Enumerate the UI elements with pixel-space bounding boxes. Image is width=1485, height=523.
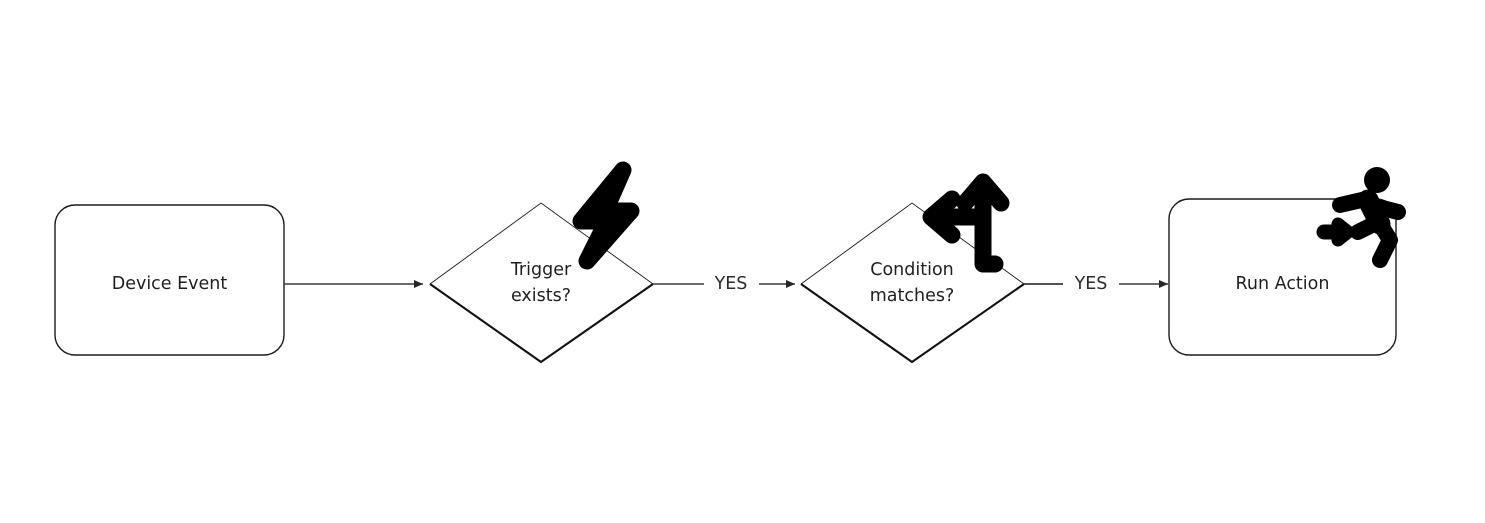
node-device-event-shape[interactable] bbox=[54, 204, 285, 356]
edge-trigger-to-condition-label: YES bbox=[714, 274, 748, 294]
edge-condition-to-action-label: YES bbox=[1074, 274, 1108, 294]
node-trigger-exists-shape-top[interactable] bbox=[429, 202, 654, 285]
lightning-bolt-icon bbox=[572, 161, 640, 270]
node-trigger-exists-shape-bottom[interactable] bbox=[429, 283, 654, 364]
running-person-icon bbox=[1316, 167, 1406, 268]
branch-arrow-icon bbox=[922, 173, 1010, 273]
node-condition-matches-shape-bottom[interactable] bbox=[800, 283, 1025, 364]
